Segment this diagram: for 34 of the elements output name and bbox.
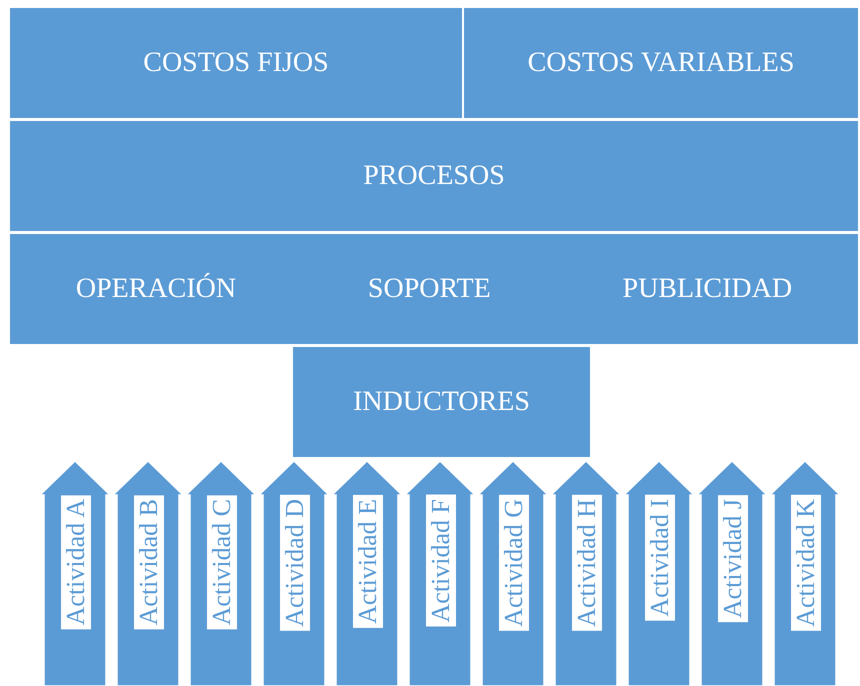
activity-label: Actividad F [426,495,456,626]
activity-label: Actividad D [280,495,310,631]
block-arrow-node [185,460,257,686]
process-box [10,121,858,231]
block-arrow-node [769,460,841,686]
process-band [10,234,858,344]
box-label: SOPORTE [368,273,491,305]
block-arrow-node [112,460,184,686]
block-arrow-node [477,460,549,686]
activity-label: Actividad C [207,495,237,630]
block-arrow-node [404,460,476,686]
activity-label: Actividad G [499,495,529,631]
box-label: COSTOS FIJOS [143,47,329,79]
activity-label: Actividad A [61,495,91,630]
activity-label: Actividad J [718,495,748,622]
activity-label: Actividad B [134,495,164,630]
box-label: COSTOS VARIABLES [528,47,794,79]
block-arrow-node [623,460,695,686]
block-arrow-node [331,460,403,686]
activity-label: Actividad I [645,495,675,621]
cost-box [10,8,462,118]
box-label: PUBLICIDAD [622,273,792,305]
activity-label: Actividad K [791,495,821,631]
block-arrow-node [258,460,330,686]
box-label: PROCESOS [363,160,505,192]
block-arrow-node [39,460,111,686]
box-label: OPERACIÓN [76,273,236,305]
cost-box [464,8,858,118]
box-label: INDUCTORES [353,386,530,418]
activity-label: Actividad H [572,495,602,631]
block-arrow-node [550,460,622,686]
driver-box [293,347,590,457]
activity-label: Actividad E [353,495,383,628]
block-arrow-node [696,460,768,686]
